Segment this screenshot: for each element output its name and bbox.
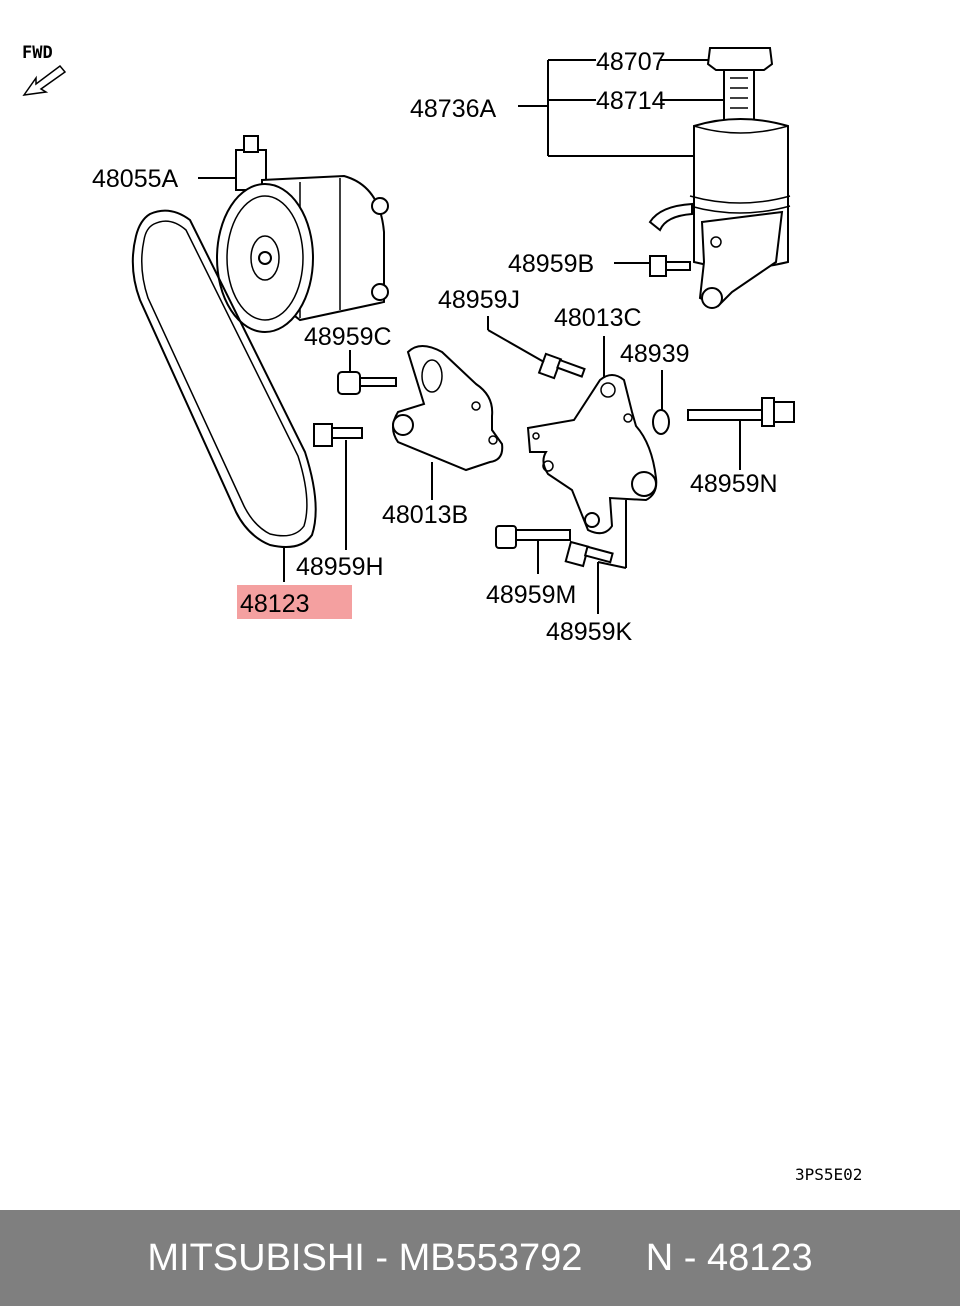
- bolt-48959c: [337, 371, 397, 395]
- label-48959j: 48959J: [438, 286, 520, 314]
- drawing-code: 3PS5E02: [795, 1165, 862, 1184]
- label-48959m: 48959M: [486, 581, 576, 609]
- fwd-indicator: FWD: [22, 43, 67, 96]
- highlight-48123: [237, 585, 352, 619]
- bolt-48959n: [687, 397, 795, 427]
- bracket-48013b: [392, 345, 504, 472]
- leader-lines: [198, 59, 741, 614]
- label-48714: 48714: [596, 87, 666, 115]
- nut-48939: [652, 409, 670, 435]
- label-48959b: 48959B: [508, 250, 594, 278]
- part-labels: 48707 48714 48736A 48055A 48959B 48959J …: [92, 48, 778, 646]
- label-48736a: 48736A: [410, 95, 497, 123]
- fwd-arrow-icon: [22, 64, 67, 96]
- part-info-footer: MITSUBISHI - MB553792 N - 48123: [0, 1210, 960, 1306]
- label-48959h: 48959H: [296, 553, 384, 581]
- bolt-48959h: [313, 423, 363, 447]
- reservoir-tank: [648, 47, 791, 309]
- parts-diagram: FWD: [22, 43, 862, 1184]
- label-48123: 48123: [240, 590, 310, 618]
- bolt-48959j: [537, 352, 586, 380]
- bolt-48959m: [495, 525, 571, 549]
- label-48959n: 48959N: [690, 470, 778, 498]
- label-48013b: 48013B: [382, 501, 468, 529]
- label-48959c: 48959C: [304, 323, 392, 351]
- bolt-48959b: [649, 255, 691, 277]
- label-48959k: 48959K: [546, 618, 633, 646]
- bolt-48959k: [564, 540, 614, 568]
- bracket-48013c: [526, 374, 658, 535]
- v-belt: [131, 209, 317, 548]
- label-48055a: 48055A: [92, 165, 179, 193]
- label-48013c: 48013C: [554, 304, 642, 332]
- label-48939: 48939: [620, 340, 690, 368]
- fwd-label: FWD: [22, 43, 53, 63]
- part-info-text: MITSUBISHI - MB553792 N - 48123: [147, 1236, 813, 1279]
- label-48707: 48707: [596, 48, 666, 76]
- power-steering-pump: [216, 135, 389, 333]
